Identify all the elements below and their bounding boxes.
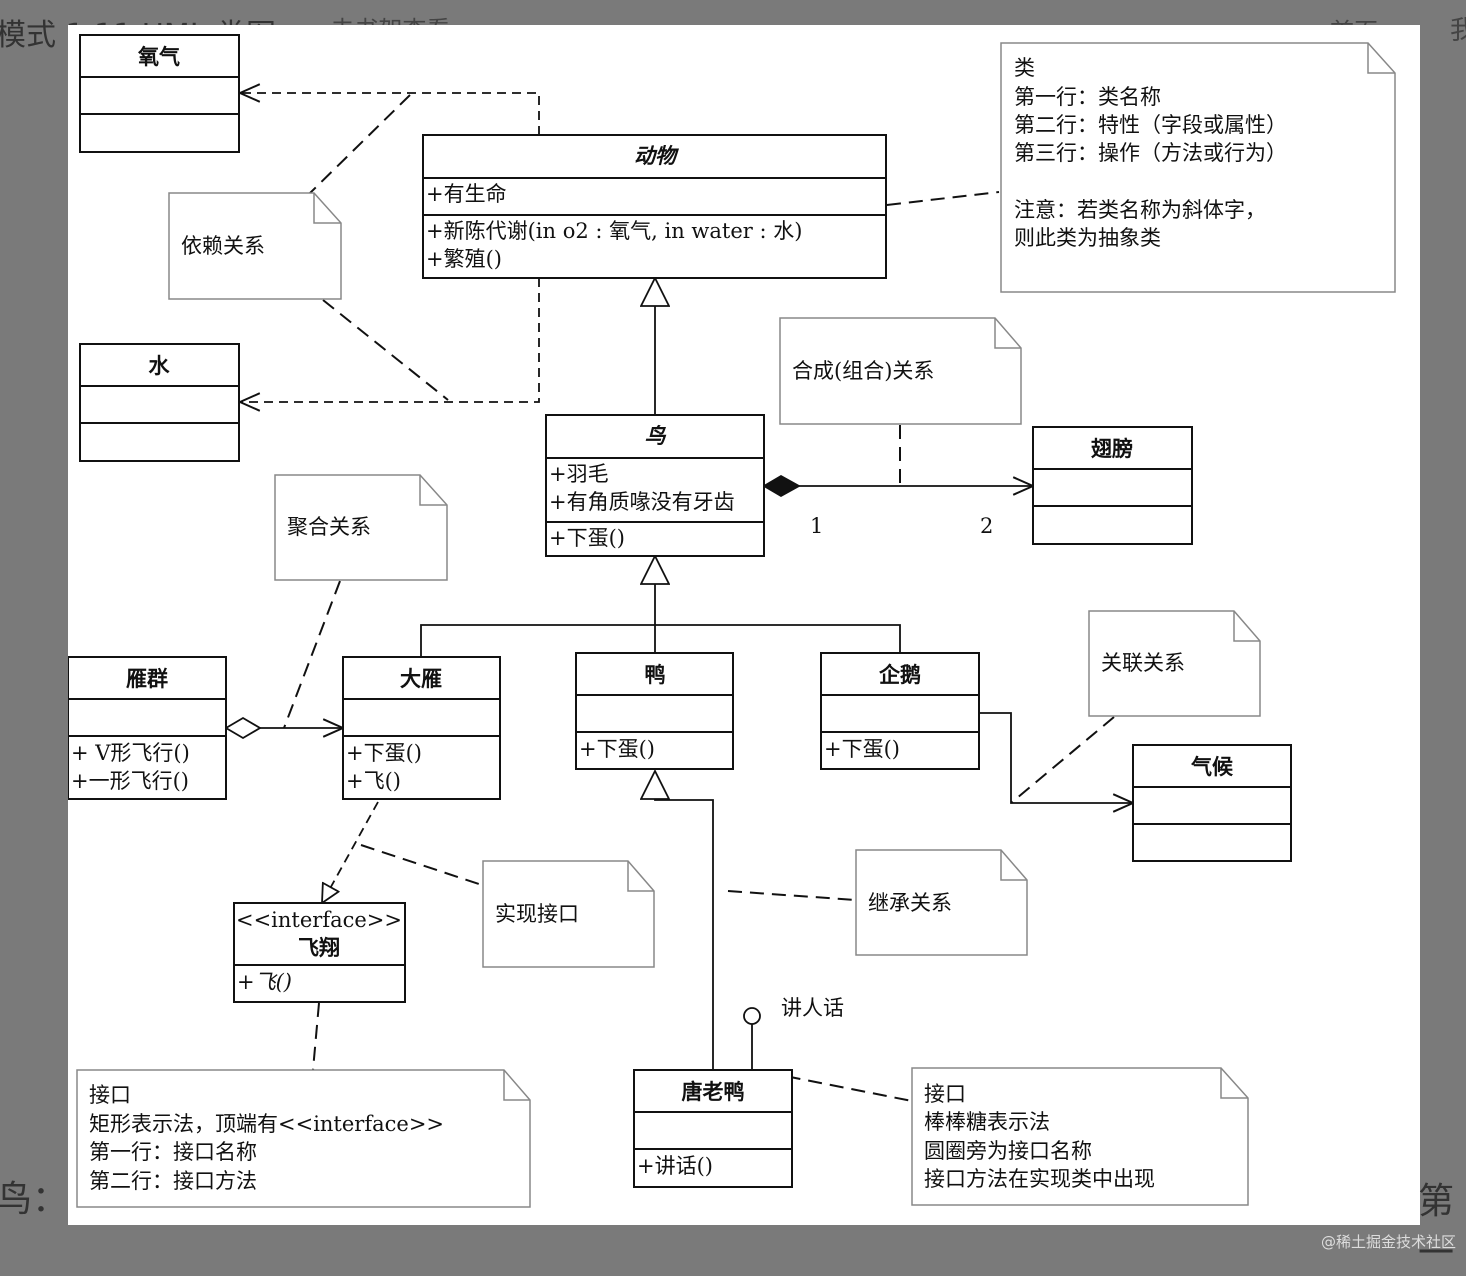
note-aggregation [274, 474, 448, 581]
climate-name: 气候 [1190, 754, 1234, 779]
class-note-line-3: 第二行：特性（字段或属性） [1014, 113, 1287, 137]
class-bird [545, 414, 765, 557]
association-penguin-climate [979, 712, 1133, 803]
fly-stereotype: <<interface>> [236, 908, 402, 932]
dependency-line-oxygen [240, 93, 540, 135]
interface-rect-note-line-4: 第二行：接口方法 [89, 1169, 257, 1193]
multiplicity-two: 2 [980, 514, 993, 538]
interface-lollipop-note-line-4: 接口方法在实现类中出现 [924, 1167, 1155, 1191]
realization-note-text: 实现接口 [495, 902, 579, 926]
class-wing [1032, 426, 1193, 545]
note-link-realization [360, 844, 483, 886]
composition-note-text: 合成(组合)关系 [792, 359, 934, 383]
multiplicity-one: 1 [810, 514, 823, 538]
aggregation-diamond [224, 716, 262, 740]
animal-op-1: +新陈代谢(in o2 : 氧气, in water : 水) [426, 219, 802, 243]
class-note-line-6: 注意：若类名称为斜体字， [1014, 198, 1266, 222]
lollipop-label: 讲人话 [781, 996, 844, 1020]
goose-name: 大雁 [400, 666, 442, 691]
goose-flock-op-2: +一形飞行() [71, 769, 189, 793]
penguin-name: 企鹅 [878, 662, 921, 687]
interface-lollipop-note-line-2: 棒棒糖表示法 [924, 1110, 1050, 1134]
class-note-line-1: 类 [1014, 56, 1035, 80]
donald-duck-op-1: +讲话() [637, 1154, 713, 1178]
association-note-text: 关联关系 [1101, 651, 1185, 675]
note-realization [482, 860, 655, 968]
class-note-line-7: 则此类为抽象类 [1014, 226, 1161, 250]
goose-flock-op-1: + V形飞行() [71, 741, 190, 765]
donald-duck-name: 唐老鸭 [682, 1079, 745, 1104]
dependency-line-water [240, 278, 540, 402]
composition-diamond [762, 474, 801, 498]
interface-rect-note-line-3: 第一行：接口名称 [89, 1140, 257, 1164]
goose-op-2: +飞() [346, 769, 401, 793]
inheritance-note-text: 继承关系 [868, 891, 952, 915]
animal-op-2: +繁殖() [426, 247, 502, 271]
animal-name: 动物 [634, 143, 680, 168]
bird-op-1: +下蛋() [549, 526, 625, 550]
class-climate [1132, 744, 1292, 862]
interface-fly [233, 902, 406, 1003]
bird-attr-1: +羽毛 [549, 462, 609, 486]
class-donald-duck [633, 1069, 793, 1188]
duck-op-1: +下蛋() [579, 737, 655, 761]
penguin-op-1: +下蛋() [824, 737, 900, 761]
note-association [1088, 610, 1261, 717]
note-inheritance [855, 849, 1028, 956]
bg-far-right: 我 [1450, 16, 1466, 46]
class-goose [342, 656, 501, 800]
note-link-interface-rect [312, 1002, 320, 1071]
inheritance-branch [420, 624, 901, 657]
animal-attr-1: +有生命 [426, 182, 507, 206]
aggregation-note-text: 聚合关系 [287, 515, 371, 539]
inheritance-donald-duck [655, 771, 714, 1070]
goose-flock-name: 雁群 [126, 666, 168, 691]
note-interface-lollipop [911, 1067, 1249, 1206]
watermark: @稀土掘金技术社区 [1320, 1233, 1456, 1251]
class-animal [422, 134, 887, 279]
class-oxygen [79, 34, 240, 153]
bird-attr-2: +有角质喙没有牙齿 [549, 490, 735, 514]
class-water [79, 343, 240, 462]
class-note-line-2: 第一行：类名称 [1014, 85, 1161, 109]
water-name: 水 [149, 353, 171, 378]
note-link-inheritance [727, 890, 857, 901]
class-duck [575, 652, 734, 770]
bird-name: 鸟 [645, 423, 667, 448]
bg-bottom-right: 第一 [1418, 1181, 1455, 1274]
wing-name: 翅膀 [1091, 436, 1133, 461]
fly-op-1: +飞() [237, 970, 292, 994]
note-link-class [886, 191, 1000, 206]
duck-name: 鸭 [645, 662, 666, 687]
note-link-dependency-top [307, 94, 411, 196]
class-penguin [820, 652, 980, 770]
bg-bottom-left: 鸟： [0, 1179, 69, 1220]
interface-lollipop-note-line-3: 圆圈旁为接口名称 [924, 1139, 1092, 1163]
note-interface-rect [76, 1069, 531, 1208]
note-dependency [168, 192, 342, 300]
oxygen-name: 氧气 [138, 44, 180, 69]
dependency-note-text: 依赖关系 [181, 234, 265, 258]
note-composition [779, 317, 1022, 425]
class-note-line-4: 第三行：操作（方法或行为） [1014, 141, 1287, 165]
goose-op-1: +下蛋() [346, 741, 422, 765]
lollipop-circle [743, 1007, 761, 1025]
interface-rect-note-line-2: 矩形表示法，顶端有<<interface>> [89, 1112, 444, 1136]
note-link-association [1010, 716, 1115, 804]
class-goose-flock [68, 656, 227, 800]
note-link-dependency-bottom [322, 299, 449, 401]
interface-lollipop-note-line-1: 接口 [924, 1082, 966, 1106]
note-class [1000, 42, 1396, 293]
uml-diagram: 氧气 水 动物 +有生命 +新陈代谢(in o2 : 氧气, in water … [68, 25, 1420, 1225]
uml-svg: 氧气 水 动物 +有生命 +新陈代谢(in o2 : 氧气, in water … [68, 34, 1396, 1208]
interface-rect-note-line-1: 接口 [89, 1083, 131, 1107]
fly-name: 飞翔 [298, 935, 340, 960]
realization-goose-fly [322, 801, 379, 903]
note-link-aggregation [283, 580, 341, 729]
